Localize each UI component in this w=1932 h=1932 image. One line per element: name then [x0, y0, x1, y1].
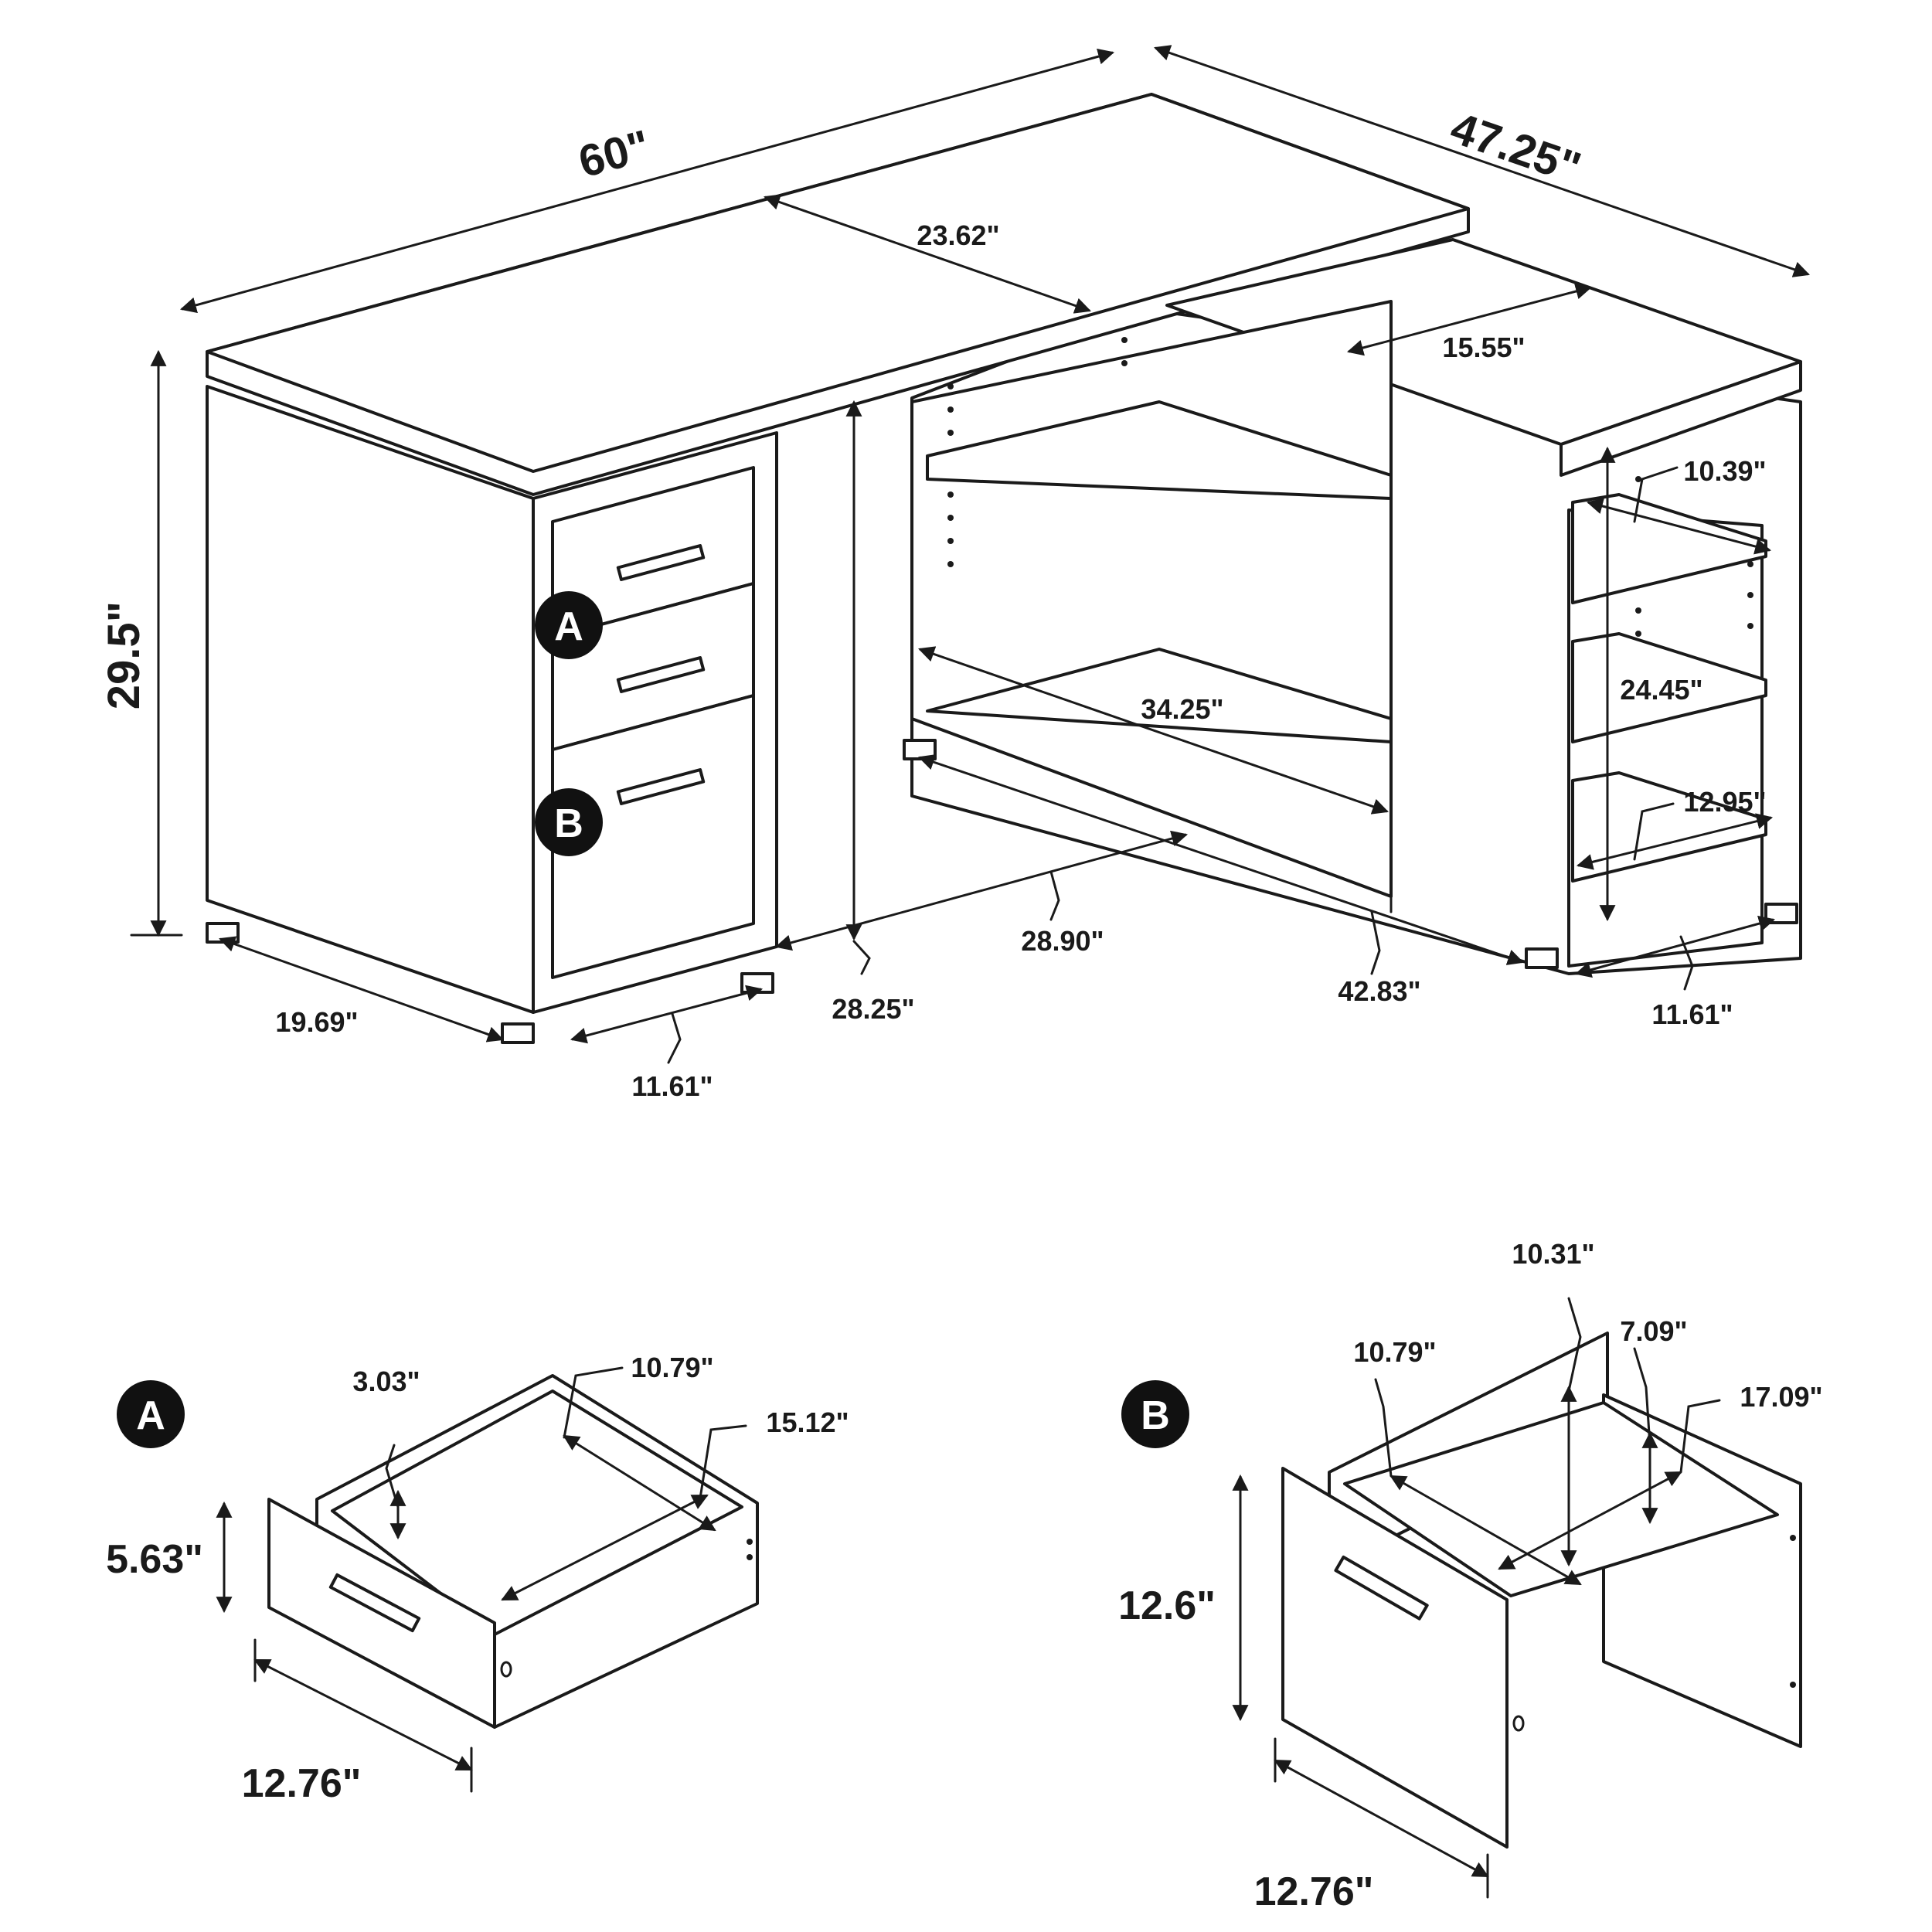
- label-depth: 47.25": [1444, 103, 1587, 194]
- drawer-b-illustration: [1281, 1332, 1802, 1849]
- drawer-a-handle: [328, 1573, 421, 1633]
- label-a-height: 5.63": [106, 1537, 203, 1582]
- label-top-depth: 23.62": [917, 219, 999, 251]
- label-pedestal-depth: 19.69": [275, 1006, 358, 1038]
- label-a-front-width: 12.76": [242, 1761, 362, 1806]
- label-b-height: 12.6": [1118, 1583, 1216, 1628]
- foot: [1525, 947, 1559, 969]
- badge-a-text: A: [136, 1393, 165, 1438]
- label-knee-height: 28.25": [832, 993, 914, 1025]
- label-open-width: 34.25": [1141, 693, 1223, 725]
- label-side-height: 24.45": [1620, 674, 1702, 706]
- badge-a-desk: A: [535, 591, 603, 659]
- desk-dimensions: [130, 45, 1810, 1064]
- badge-b-text: B: [1141, 1393, 1170, 1438]
- pedestal-left-side: [206, 385, 535, 1014]
- label-b-length: 17.09": [1740, 1381, 1822, 1413]
- peg-holes: [947, 337, 1753, 637]
- badge-a-label: A: [554, 604, 583, 649]
- label-shelf-height: 10.39": [1683, 455, 1766, 487]
- drawer-a-illustration: [267, 1374, 759, 1729]
- drawer-handle: [616, 768, 706, 805]
- badge-b: B: [1121, 1380, 1189, 1448]
- label-side-shelf-depth: 12.95": [1683, 786, 1766, 818]
- badge-b-label: B: [554, 801, 583, 846]
- label-return-depth: 15.55": [1442, 332, 1525, 363]
- label-return-width: 11.61": [1651, 998, 1733, 1030]
- drawer-handle: [616, 544, 706, 581]
- badge-a: A: [117, 1380, 185, 1448]
- label-b-side-height: 7.09": [1620, 1315, 1687, 1347]
- label-knee-width: 28.90": [1021, 925, 1104, 957]
- label-return-length: 42.83": [1338, 975, 1420, 1007]
- label-pedestal-width: 11.61": [631, 1070, 713, 1102]
- return-top-edge: [1560, 360, 1802, 477]
- label-a-inner-width: 10.79": [631, 1352, 713, 1383]
- label-a-inner-depth: 3.03": [352, 1366, 420, 1397]
- label-b-inner-width: 10.79": [1353, 1336, 1436, 1368]
- drawer-a-dimensions: [216, 1366, 747, 1793]
- label-b-front-width: 12.76": [1254, 1869, 1374, 1914]
- label-height: 29.5": [99, 601, 149, 709]
- drawer-b-hole: [1512, 1715, 1525, 1732]
- badge-b-desk: B: [535, 788, 603, 856]
- label-width: 60": [573, 121, 655, 188]
- drawer-b-front: [551, 694, 755, 979]
- label-b-back-height: 10.31": [1512, 1238, 1594, 1270]
- foot: [501, 1022, 535, 1044]
- label-a-length: 15.12": [766, 1406, 849, 1438]
- drawer-b-dimensions: [1232, 1297, 1721, 1899]
- drawer-a-hole: [500, 1661, 512, 1678]
- foot: [903, 739, 937, 760]
- drawer-handle: [616, 656, 706, 693]
- drawer-b-handle: [1334, 1555, 1429, 1621]
